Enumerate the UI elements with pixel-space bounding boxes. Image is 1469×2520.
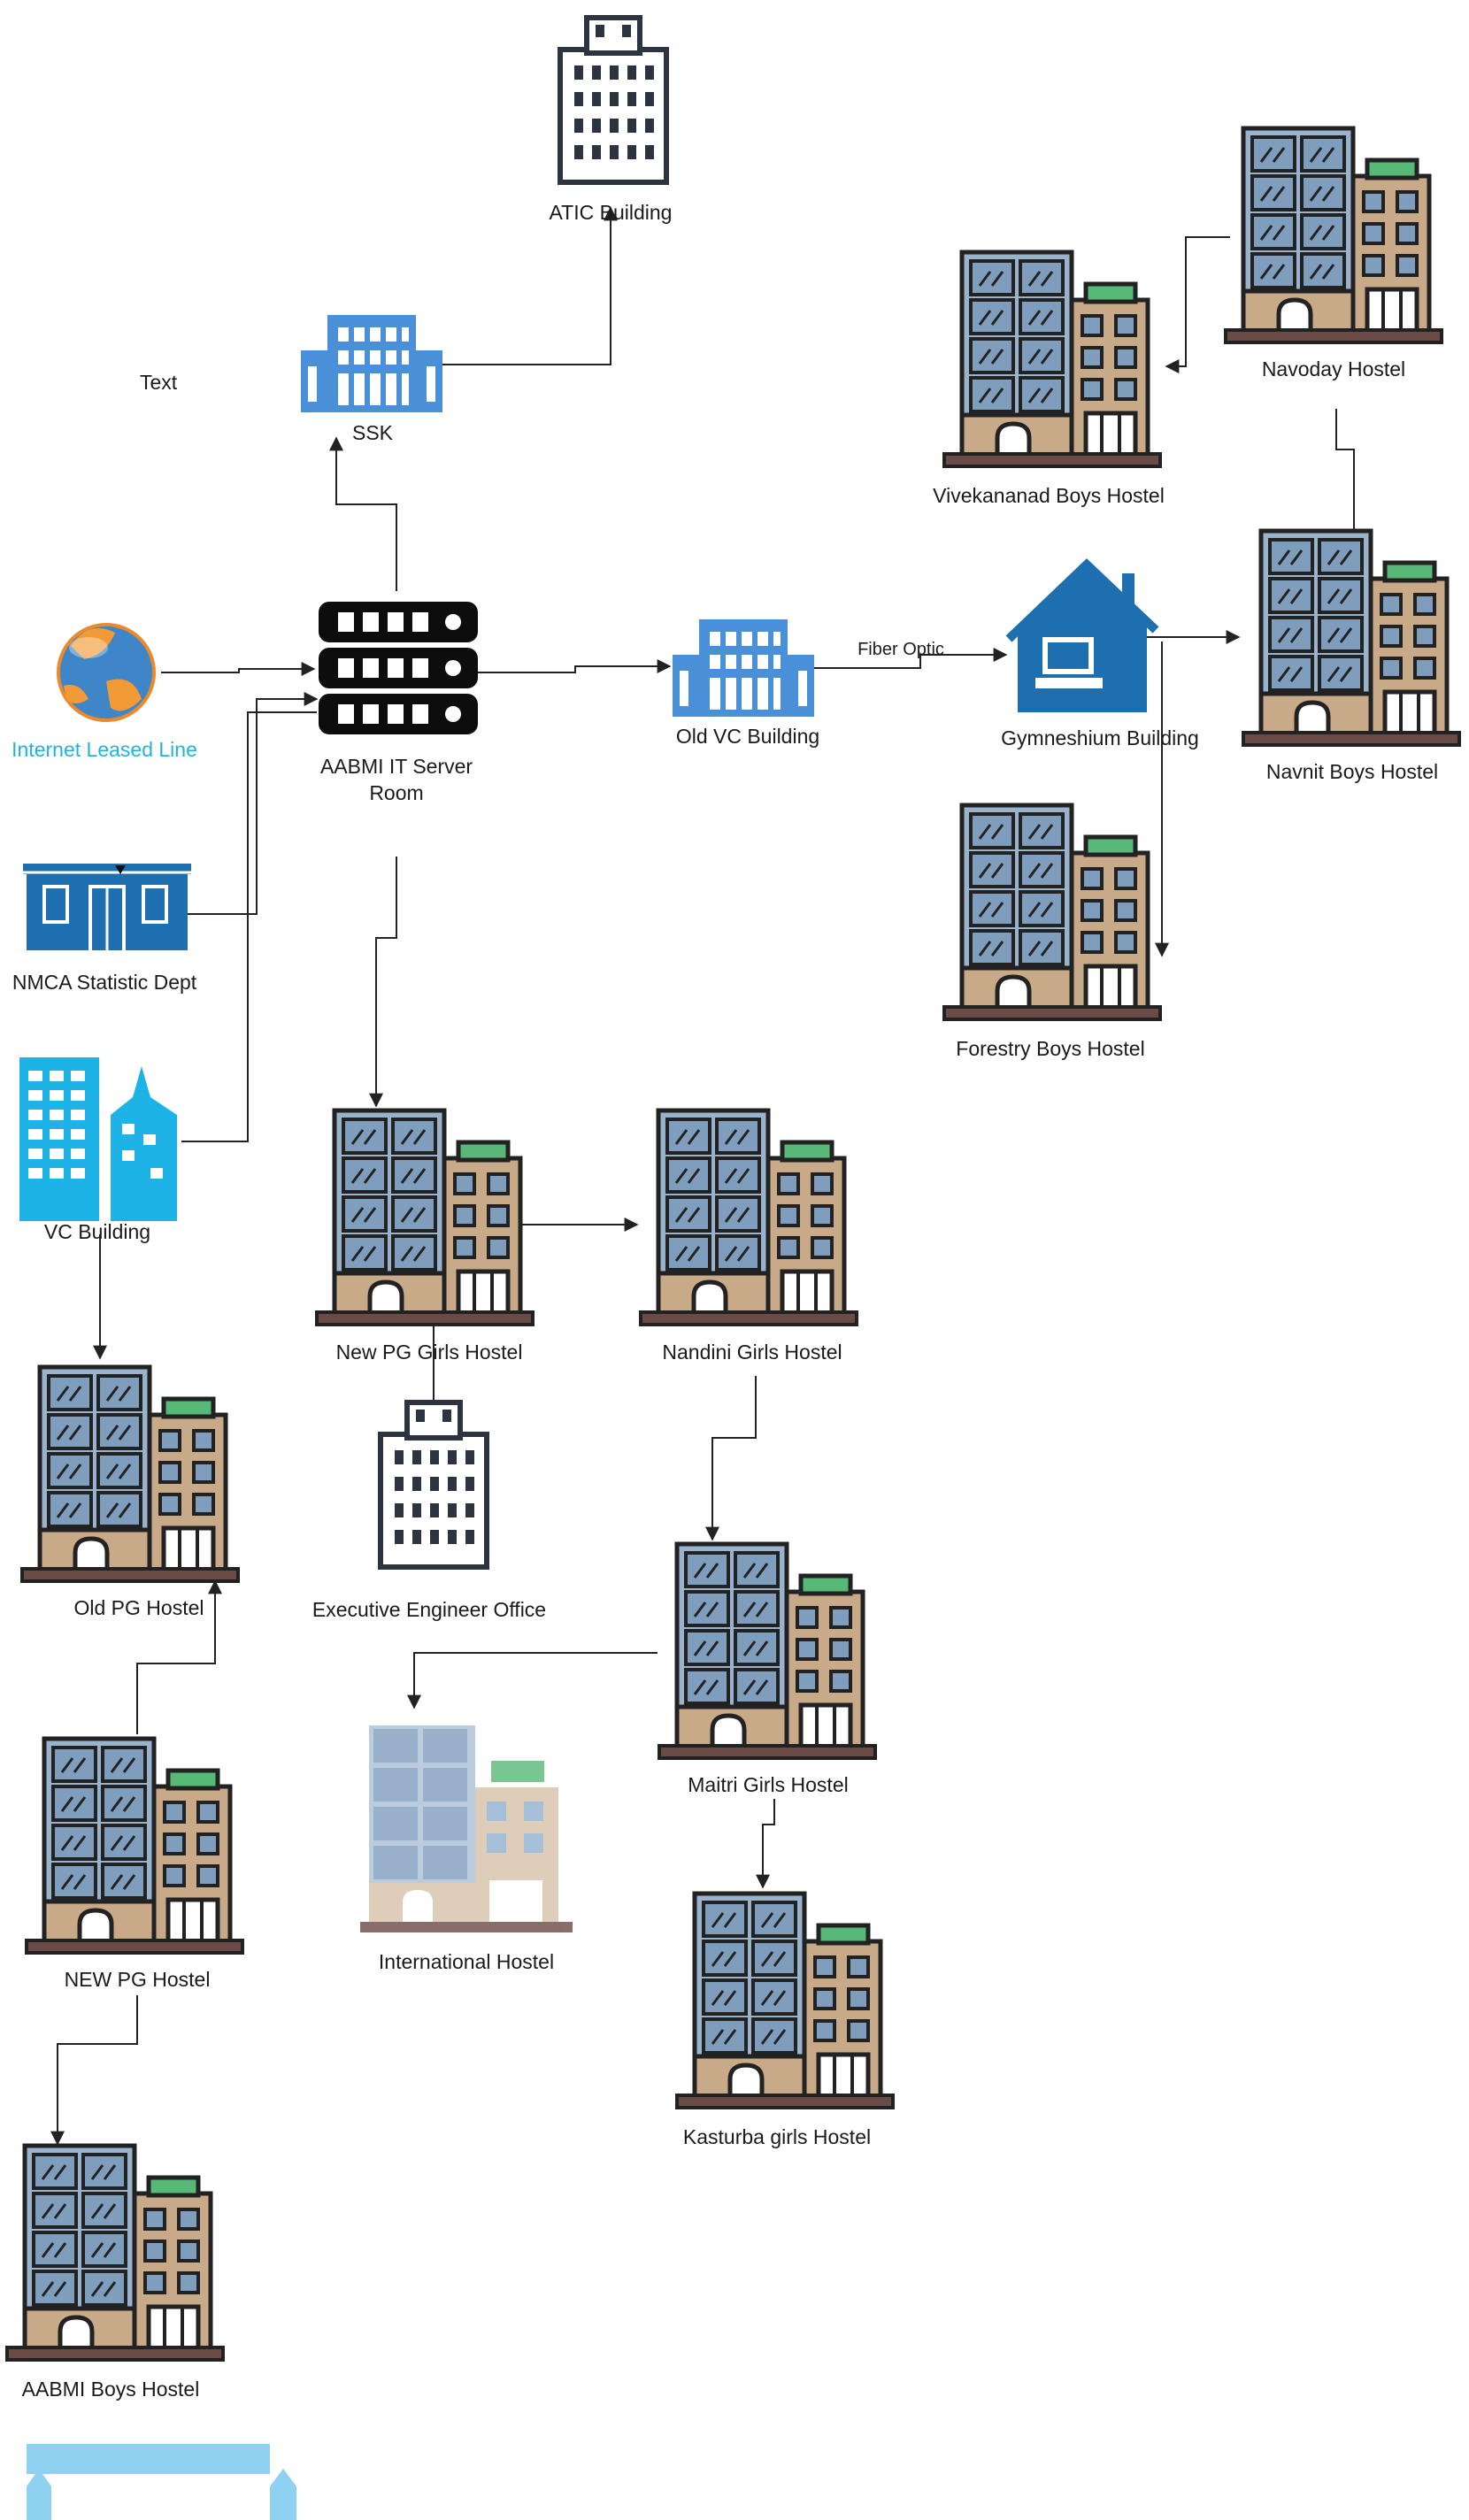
text-placeholder: Text	[140, 371, 178, 394]
node-internet[interactable]: Internet Leased Line	[12, 623, 197, 761]
link-internet-server	[161, 662, 316, 676]
hostel-building-icon	[659, 1544, 875, 1758]
nandini-label: Nandini Girls Hostel	[662, 1341, 842, 1364]
node-international[interactable]: International Hostel	[360, 1725, 573, 1973]
link-oldvc-gym	[814, 648, 1008, 669]
node-gym[interactable]: Gymneshium Building	[1001, 558, 1199, 749]
link-vc-server	[181, 711, 317, 1142]
oldpg-label: Old PG Hostel	[74, 1596, 204, 1619]
link-server-newpggirls	[369, 857, 397, 1108]
server-label: AABMI IT Server	[320, 755, 473, 778]
nmca-label: NMCA Statistic Dept	[12, 971, 197, 994]
hostel-building-icon	[317, 1110, 533, 1325]
node-forestry[interactable]: Forestry Boys Hostel	[944, 805, 1160, 1060]
hostel-building-icon	[944, 805, 1160, 1019]
city-skyline-icon	[19, 1057, 177, 1221]
link-nmca-server	[188, 692, 319, 915]
node-navoday[interactable]: Navoday Hostel	[1226, 128, 1442, 380]
internet-label: Internet Leased Line	[12, 738, 197, 761]
link-navoday-vivek	[1165, 236, 1230, 373]
node-navnit[interactable]: Navnit Boys Hostel	[1243, 531, 1459, 783]
node-atic-building[interactable]: ATIC Building	[550, 18, 673, 224]
house-computer-icon	[1005, 558, 1159, 712]
node-old-pg[interactable]: Old PG Hostel	[22, 1367, 238, 1619]
hostel-building-icon	[944, 252, 1160, 466]
server-rack-icon	[319, 602, 478, 734]
node-vivekanand[interactable]: Vivekananad Boys Hostel	[933, 252, 1165, 507]
link-nandini-maitri	[705, 1376, 757, 1541]
office-tower-icon	[560, 18, 666, 182]
newpg-label: NEW PG Hostel	[65, 1968, 211, 1991]
exec-label: Executive Engineer Office	[312, 1598, 546, 1621]
blue-office-icon	[301, 315, 442, 412]
hostel-building-icon	[360, 1725, 573, 1932]
hostel-building-icon	[1226, 128, 1442, 342]
forestry-label: Forestry Boys Hostel	[956, 1037, 1144, 1060]
node-server[interactable]: AABMI IT Server Room	[319, 602, 478, 804]
partial-structure-bottom	[27, 2444, 296, 2520]
blue-office-icon	[673, 619, 814, 717]
navoday-label: Navoday Hostel	[1262, 357, 1405, 380]
node-executive-office[interactable]: Executive Engineer Office	[312, 1402, 546, 1621]
newpggirls-label: New PG Girls Hostel	[336, 1341, 523, 1364]
node-ssk[interactable]: SSK	[301, 315, 442, 444]
oldvc-label: Old VC Building	[676, 725, 819, 748]
globe-icon	[57, 623, 156, 722]
hostel-building-icon	[22, 1367, 238, 1581]
gym-label: Gymneshium Building	[1001, 726, 1199, 749]
maitri-label: Maitri Girls Hostel	[688, 1773, 848, 1796]
node-old-vc-building[interactable]: Old VC Building	[673, 619, 819, 748]
navnit-label: Navnit Boys Hostel	[1266, 760, 1438, 783]
node-maitri[interactable]: Maitri Girls Hostel	[659, 1544, 875, 1796]
node-kasturba[interactable]: Kasturba girls Hostel	[677, 1894, 893, 2148]
node-nandini[interactable]: Nandini Girls Hostel	[641, 1110, 857, 1364]
vc-label: VC Building	[44, 1220, 150, 1243]
vivekanand-label: Vivekananad Boys Hostel	[933, 484, 1165, 507]
connectors	[50, 206, 1355, 2146]
link-maitri-international	[407, 1652, 658, 1709]
hostel-building-icon	[677, 1894, 893, 2108]
node-new-pg-girls[interactable]: New PG Girls Hostel	[317, 1110, 533, 1364]
link-navnit-navoday	[1335, 409, 1355, 531]
ssk-label: SSK	[352, 421, 394, 444]
hostel-building-icon	[27, 1739, 242, 1953]
server-label-2: Room	[369, 781, 423, 804]
node-nmca[interactable]: NMCA Statistic Dept	[12, 864, 197, 994]
fiber-optic-label: Fiber Optic	[858, 640, 944, 659]
node-vc-building[interactable]: VC Building	[19, 1057, 177, 1243]
hostel-building-icon	[1243, 531, 1459, 745]
link-maitri-kasturba	[756, 1799, 775, 1889]
link-newpg-oldpg	[136, 1579, 222, 1734]
link-server-oldvc	[478, 659, 672, 673]
node-new-pg[interactable]: NEW PG Hostel	[27, 1739, 242, 1991]
hostel-building-icon	[7, 2146, 223, 2360]
international-label: International Hostel	[379, 1950, 554, 1973]
aabmiboys-label: AABMI Boys Hostel	[22, 2378, 200, 2401]
atic-label: ATIC Building	[550, 201, 673, 224]
link-newpg-aabmiboys	[50, 1995, 138, 2146]
kasturba-label: Kasturba girls Hostel	[683, 2125, 871, 2148]
store-front-icon	[23, 864, 191, 950]
office-tower-icon	[381, 1402, 487, 1567]
link-ssk-atic	[442, 206, 618, 365]
node-aabmi-boys[interactable]: AABMI Boys Hostel	[7, 2146, 223, 2401]
link-server-ssk	[329, 436, 397, 591]
hostel-building-icon	[641, 1110, 857, 1325]
